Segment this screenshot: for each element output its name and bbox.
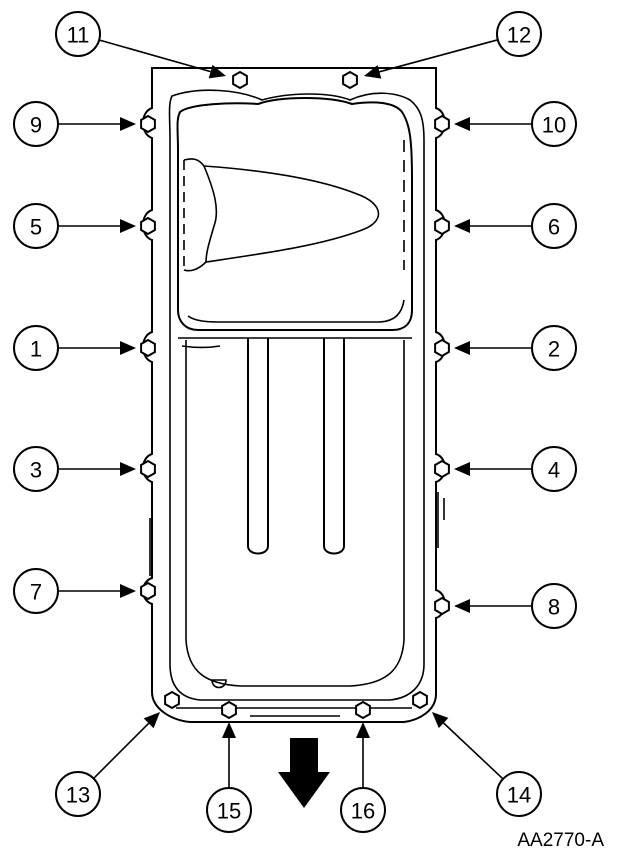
leader-line xyxy=(98,39,211,73)
callout-16: 16 xyxy=(340,787,386,833)
callout-1: 1 xyxy=(13,325,59,371)
bolt-heads xyxy=(140,70,450,720)
hex-bolt-icon xyxy=(434,459,450,479)
callout-number: 3 xyxy=(30,458,42,483)
hex-bolt-icon xyxy=(140,338,156,358)
callout-number: 6 xyxy=(548,215,560,240)
callout-circle xyxy=(531,101,577,147)
callout-number: 2 xyxy=(548,337,560,362)
callout-number: 1 xyxy=(30,337,42,362)
callout-7: 7 xyxy=(13,568,59,614)
callout-circle xyxy=(13,325,59,371)
hex-bolt-icon xyxy=(355,700,371,720)
callout-14: 14 xyxy=(496,771,542,817)
figure-code: AA2770-A xyxy=(517,830,604,851)
callout-number: 14 xyxy=(507,783,531,808)
leader-arrowhead xyxy=(120,117,136,131)
callout-circle xyxy=(531,583,577,629)
leader-arrowhead xyxy=(454,117,470,131)
callout-8: 8 xyxy=(531,583,577,629)
callout-circle xyxy=(531,446,577,492)
callout-circle xyxy=(13,446,59,492)
callout-circle xyxy=(13,203,59,249)
callout-number: 12 xyxy=(507,23,531,48)
callout-circle xyxy=(496,771,542,817)
callout-number: 4 xyxy=(548,458,560,483)
callout-number: 8 xyxy=(548,595,560,620)
leader-line xyxy=(379,39,499,73)
callout-number: 13 xyxy=(66,783,90,808)
leader-lines xyxy=(58,39,532,788)
callout-10: 10 xyxy=(531,101,577,147)
leader-arrowhead xyxy=(432,712,449,729)
leader-arrowhead xyxy=(222,722,236,738)
callout-4: 4 xyxy=(531,446,577,492)
callout-number: 10 xyxy=(542,113,566,138)
arrow-down-icon xyxy=(278,738,330,808)
callout-2: 2 xyxy=(531,325,577,371)
callout-13: 13 xyxy=(55,771,101,817)
leader-arrowhead xyxy=(454,219,470,233)
leader-arrowhead xyxy=(120,462,136,476)
callout-5: 5 xyxy=(13,203,59,249)
hex-bolt-icon xyxy=(434,216,450,236)
callout-6: 6 xyxy=(531,203,577,249)
hex-bolt-icon xyxy=(140,114,156,134)
leader-arrowhead xyxy=(208,64,226,79)
callout-circle xyxy=(531,203,577,249)
callout-number: 16 xyxy=(351,799,375,824)
callout-circle xyxy=(206,787,252,833)
leader-arrowhead xyxy=(120,219,136,233)
callout-number: 11 xyxy=(67,23,90,48)
oil-pan-sump xyxy=(149,97,445,689)
hex-bolt-icon xyxy=(232,70,248,90)
callout-number: 5 xyxy=(30,215,42,240)
callout-number: 9 xyxy=(30,113,42,138)
hex-bolt-icon xyxy=(140,216,156,236)
hex-bolt-icon xyxy=(342,70,358,90)
callout-number: 15 xyxy=(217,799,241,824)
hex-bolt-icon xyxy=(140,581,156,601)
callout-11: 11 xyxy=(55,11,101,57)
leader-arrowhead xyxy=(364,65,382,79)
hex-bolt-icon xyxy=(434,114,450,134)
callout-circle xyxy=(531,325,577,371)
callout-circle xyxy=(55,11,101,57)
callout-circle xyxy=(55,771,101,817)
leader-arrowhead xyxy=(454,462,470,476)
callout-number: 7 xyxy=(30,580,42,605)
callout-9: 9 xyxy=(13,101,59,147)
leader-arrowhead xyxy=(120,341,136,355)
callout-circle xyxy=(13,568,59,614)
leader-arrowhead xyxy=(120,584,136,598)
hex-bolt-icon xyxy=(221,700,237,720)
hex-bolt-icon xyxy=(434,338,450,358)
hex-bolt-icon xyxy=(434,596,450,616)
hex-bolt-icon xyxy=(140,459,156,479)
leader-line xyxy=(443,722,504,780)
callout-15: 15 xyxy=(206,787,252,833)
leader-arrowhead xyxy=(454,341,470,355)
leader-arrowhead xyxy=(143,712,160,729)
leader-arrowhead xyxy=(454,599,470,613)
oil-pan-flange xyxy=(142,67,446,723)
callout-circle xyxy=(340,787,386,833)
callout-3: 3 xyxy=(13,446,59,492)
callout-circle xyxy=(496,11,542,57)
callout-circle xyxy=(13,101,59,147)
leader-line xyxy=(93,722,150,779)
callout-12: 12 xyxy=(496,11,542,57)
hex-bolt-icon xyxy=(412,690,428,710)
leader-arrowhead xyxy=(356,722,370,738)
hex-bolt-icon xyxy=(164,690,180,710)
